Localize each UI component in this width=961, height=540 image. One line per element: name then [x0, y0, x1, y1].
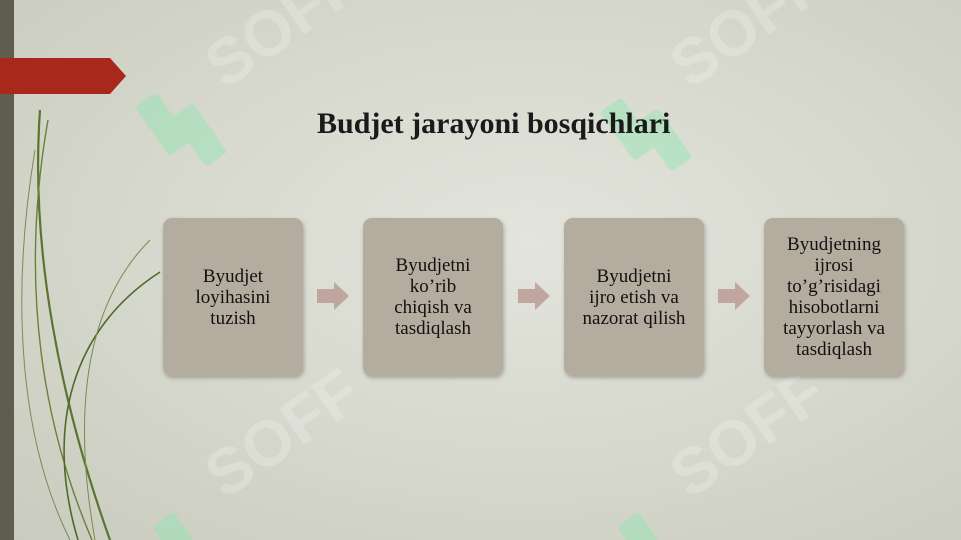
- decorative-swirl-lines: [21, 109, 161, 540]
- step-label-2: Byudjetni ko’rib chiqish va tasdiqlash: [394, 255, 472, 339]
- chevron-arrow-icon: [0, 58, 126, 94]
- right-arrow-icon: [518, 282, 550, 310]
- watermark-text-3: SOFF: [192, 355, 373, 512]
- step-label-1: Byudjet loyihasini tuzish: [195, 265, 271, 329]
- step-label-4: Byudjetning ijrosi to’g’risidagi hisobot…: [783, 234, 885, 360]
- right-arrow-icon: [317, 282, 349, 310]
- step-box-2: Byudjetni ko’rib chiqish va tasdiqlash: [363, 218, 503, 376]
- right-arrow-icon: [718, 282, 750, 310]
- step-box-1: Byudjet loyihasini tuzish: [163, 218, 303, 376]
- step-box-3: Byudjetni ijro etish va nazorat qilish: [564, 218, 704, 376]
- left-accent-strip: [0, 0, 14, 540]
- watermark-text-4: SOFF: [657, 355, 838, 512]
- watermark-text-1: SOFF: [192, 0, 373, 101]
- slide-title: Budjet jarayoni bosqichlari: [317, 107, 671, 140]
- step-label-3: Byudjetni ijro etish va nazorat qilish: [582, 265, 686, 329]
- step-box-4: Byudjetning ijrosi to’g’risidagi hisobot…: [764, 218, 904, 376]
- watermark-text-2: SOFF: [657, 0, 838, 101]
